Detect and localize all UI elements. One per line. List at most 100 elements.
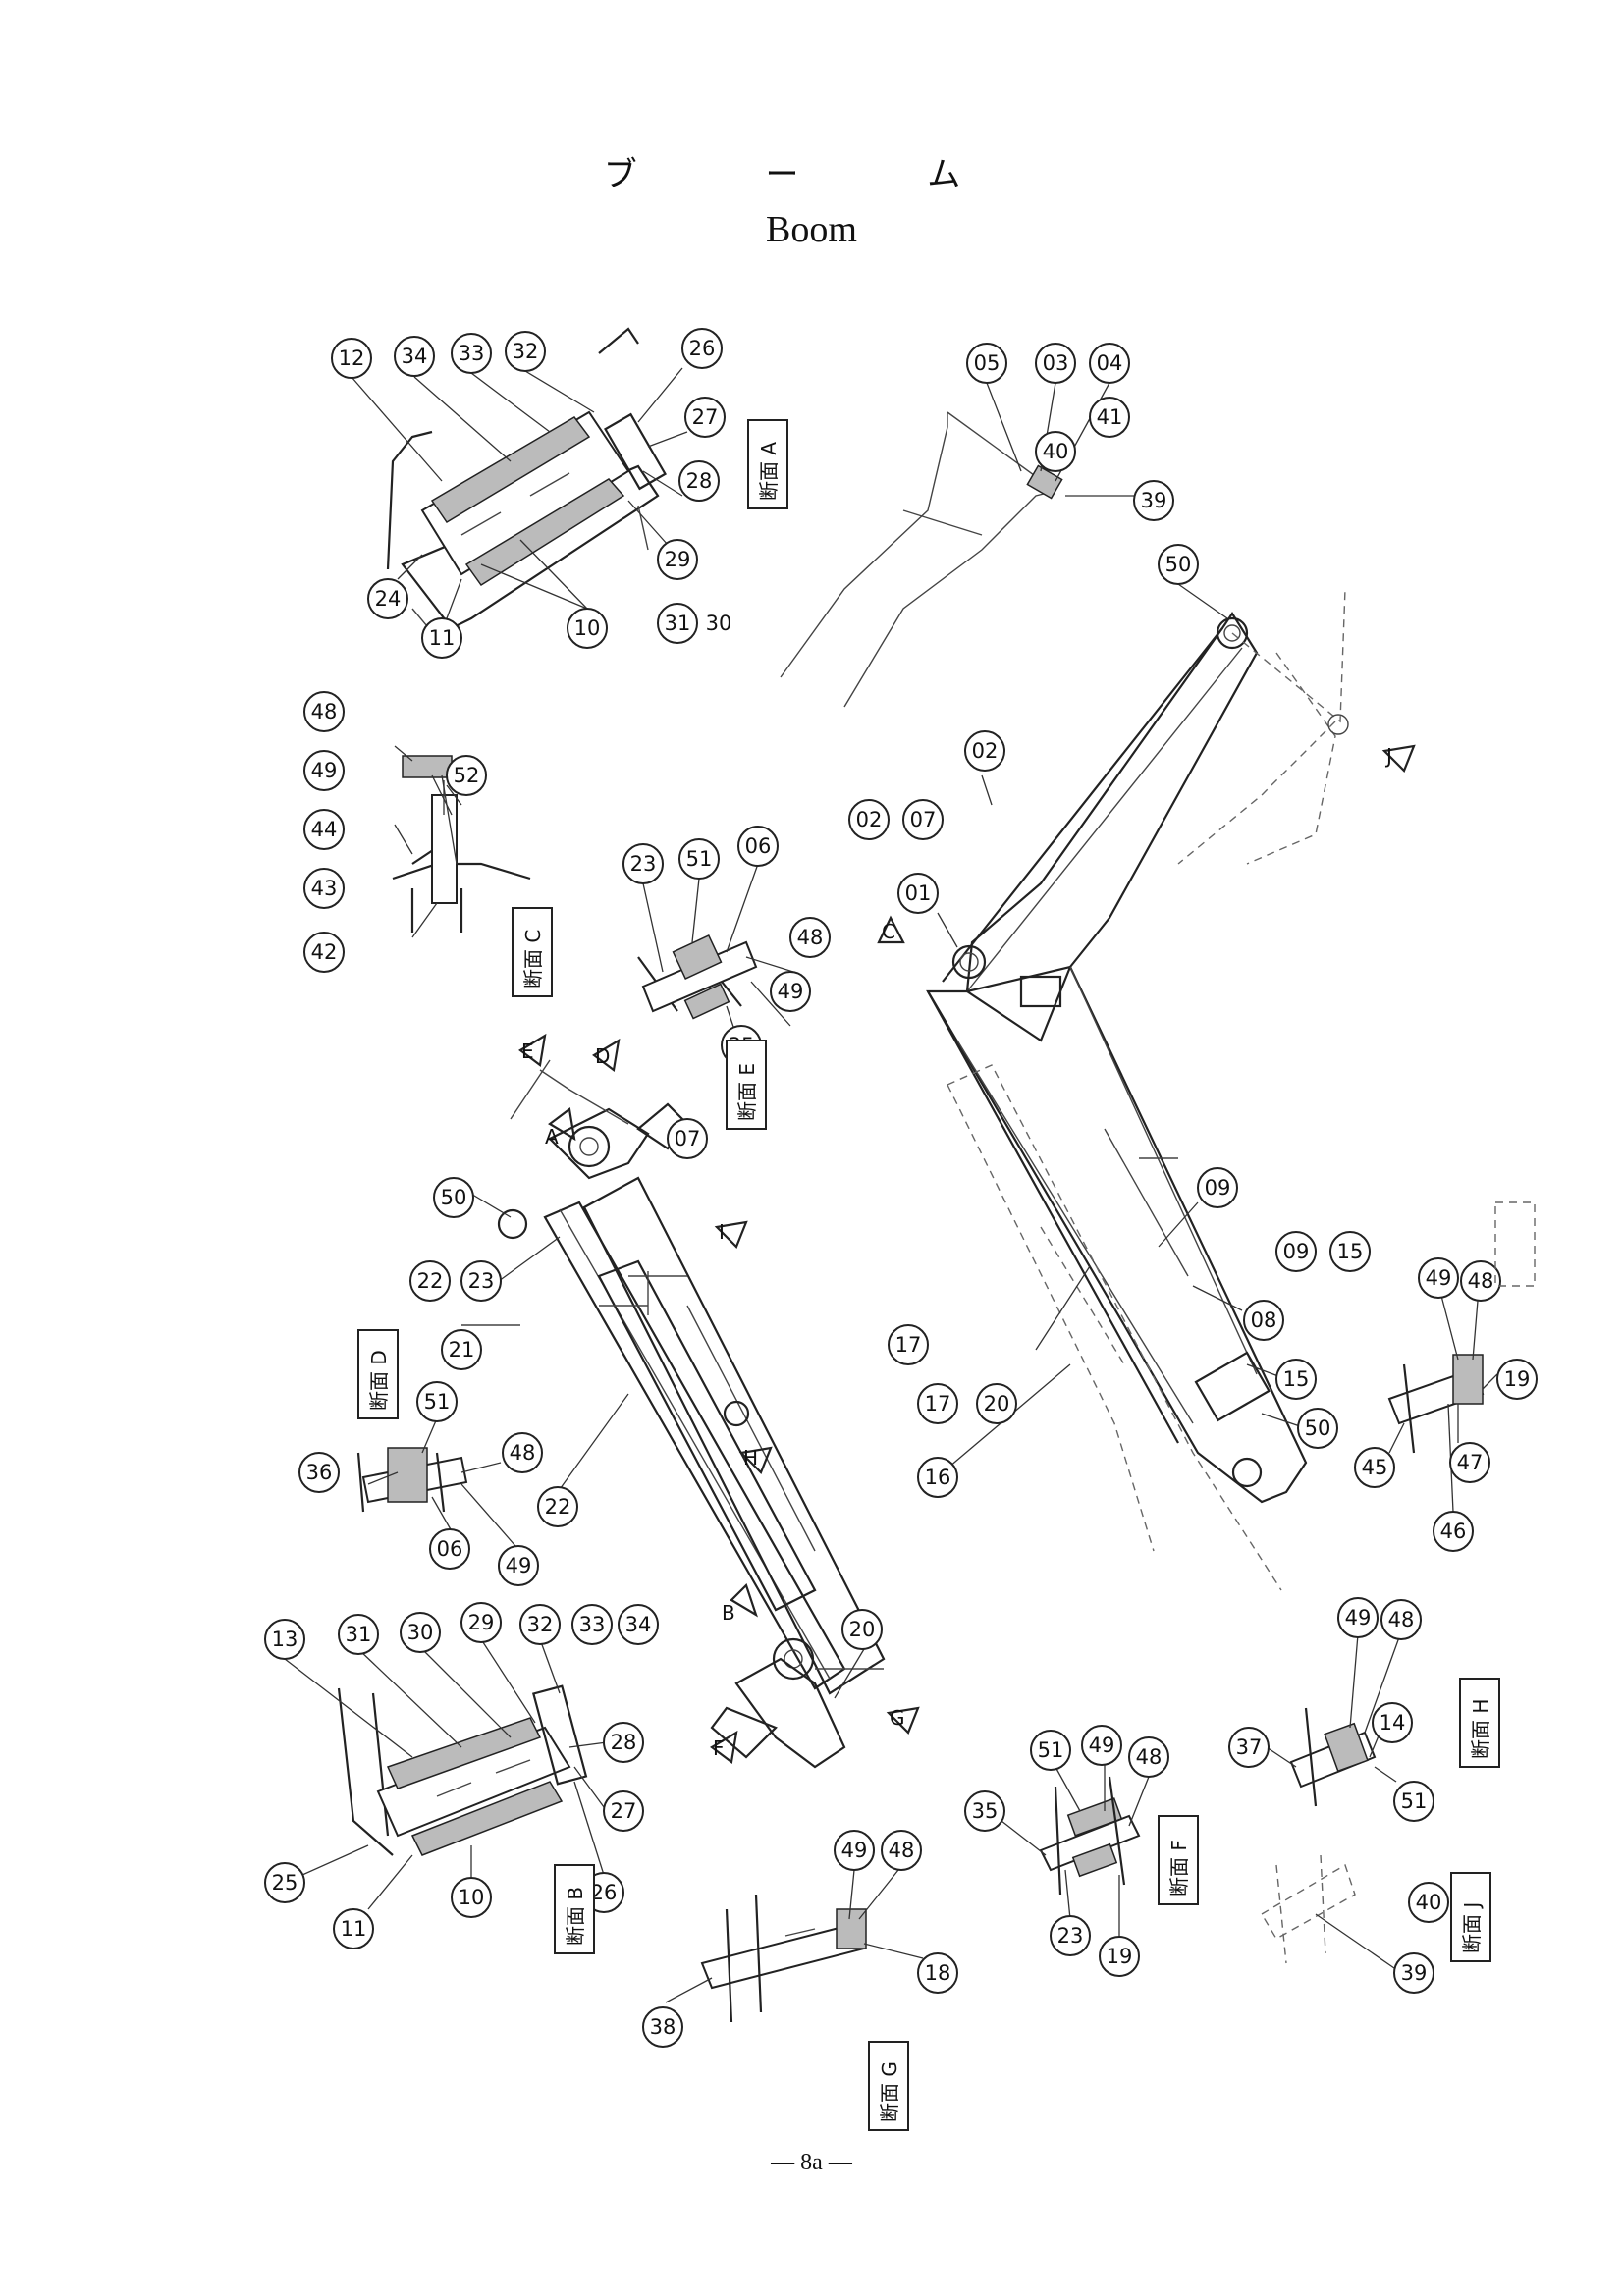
callout-43: 43	[303, 868, 345, 909]
svg-text:31: 31	[665, 612, 691, 635]
callout-49e: 49	[770, 971, 811, 1012]
view-arrow-j: J	[1381, 744, 1416, 773]
callout-48d: 48	[502, 1432, 543, 1473]
svg-text:36: 36	[306, 1461, 333, 1484]
svg-text:断面 J: 断面 J	[1460, 1902, 1484, 1953]
svg-text:27: 27	[692, 405, 719, 429]
svg-text:09: 09	[1205, 1176, 1231, 1200]
section-label-b: 断面 B	[554, 1864, 595, 1954]
callout-44: 44	[303, 809, 345, 850]
callout-49d: 49	[498, 1545, 539, 1586]
section-h-drawing	[1289, 1707, 1377, 1807]
callout-27: 27	[684, 397, 726, 438]
svg-text:35: 35	[972, 1799, 999, 1823]
callout-46: 46	[1433, 1511, 1474, 1552]
callout-34b: 34	[618, 1604, 659, 1645]
callout-22b: 22	[537, 1486, 578, 1527]
svg-text:52: 52	[454, 764, 480, 787]
svg-text:14: 14	[1380, 1711, 1406, 1735]
section-labels: 断面 A 断面 C 断面 E 断面 D 断面 B 断面 G 断面 F 断面 H …	[357, 419, 1500, 2131]
svg-text:30: 30	[706, 612, 732, 635]
callout-38: 38	[642, 2006, 683, 2048]
section-i-drawing	[1387, 1354, 1485, 1454]
callout-32: 32	[505, 331, 546, 372]
callout-50-top: 50	[1158, 544, 1199, 585]
section-label-f: 断面 F	[1158, 1815, 1199, 1905]
svg-text:50: 50	[441, 1186, 467, 1209]
section-a-drawing	[386, 327, 667, 639]
svg-text:断面 D: 断面 D	[367, 1350, 391, 1411]
callout-31: 31	[657, 603, 698, 644]
svg-text:08: 08	[1251, 1308, 1277, 1332]
svg-text:断面 E: 断面 E	[735, 1063, 759, 1121]
svg-text:48: 48	[889, 1839, 915, 1862]
view-arrow-e: E	[518, 1033, 547, 1067]
svg-text:48: 48	[1388, 1608, 1415, 1631]
svg-text:03: 03	[1043, 351, 1069, 375]
svg-text:49: 49	[1089, 1734, 1115, 1757]
svg-text:断面 A: 断面 A	[757, 442, 781, 501]
callout-23: 23	[460, 1260, 502, 1302]
svg-text:E: E	[521, 1040, 534, 1063]
section-b-drawing	[337, 1684, 588, 1856]
callout-17: 17	[888, 1324, 929, 1365]
callout-11b: 11	[333, 1908, 374, 1949]
svg-text:11: 11	[341, 1917, 367, 1941]
callout-41: 41	[1089, 397, 1130, 438]
svg-text:23: 23	[630, 852, 657, 876]
svg-text:48: 48	[797, 926, 824, 949]
callout-09: 09	[1197, 1167, 1238, 1208]
callout-51f: 51	[1030, 1730, 1071, 1771]
callout-42: 42	[303, 932, 345, 973]
svg-text:21: 21	[449, 1338, 475, 1362]
svg-text:06: 06	[745, 834, 772, 858]
callout-26: 26	[681, 328, 723, 369]
view-arrow-d: D	[592, 1038, 621, 1072]
callout-36: 36	[298, 1452, 340, 1493]
section-g-drawing	[700, 1894, 867, 2023]
callout-22: 22	[409, 1260, 451, 1302]
svg-text:49: 49	[506, 1554, 532, 1577]
callout-47: 47	[1449, 1442, 1490, 1483]
svg-text:B: B	[722, 1601, 735, 1625]
callout-29: 29	[657, 539, 698, 580]
svg-text:26: 26	[591, 1881, 618, 1904]
svg-text:48: 48	[311, 700, 338, 723]
callout-21: 21	[441, 1329, 482, 1370]
svg-text:10: 10	[459, 1886, 485, 1909]
svg-text:27: 27	[611, 1799, 637, 1823]
svg-text:48: 48	[1468, 1269, 1494, 1293]
callout-49c: 49	[303, 750, 345, 791]
view-arrow-f: F	[710, 1730, 738, 1764]
svg-text:01: 01	[905, 881, 932, 905]
svg-text:29: 29	[468, 1611, 495, 1634]
svg-text:49: 49	[311, 759, 338, 782]
svg-text:51: 51	[424, 1390, 451, 1414]
svg-text:51: 51	[686, 847, 713, 871]
callout-50-cyl: 50	[433, 1177, 474, 1218]
svg-text:断面 B: 断面 B	[564, 1887, 587, 1946]
callout-51d: 51	[416, 1381, 458, 1422]
svg-text:34: 34	[402, 345, 428, 368]
callout-05: 05	[966, 343, 1007, 384]
svg-text:51: 51	[1038, 1738, 1064, 1762]
svg-text:51: 51	[1401, 1789, 1428, 1813]
svg-text:F: F	[713, 1736, 725, 1760]
callout-37: 37	[1228, 1727, 1270, 1768]
section-f-drawing	[1039, 1776, 1141, 1896]
section-label-c: 断面 C	[512, 907, 553, 997]
svg-text:02: 02	[972, 739, 999, 763]
view-arrows: A B C D E F G H I J	[518, 744, 1416, 1764]
svg-text:23: 23	[1057, 1924, 1084, 1948]
callout-09b: 09	[1275, 1231, 1317, 1272]
svg-text:20: 20	[849, 1618, 876, 1641]
svg-text:20: 20	[984, 1392, 1010, 1415]
callout-03: 03	[1035, 343, 1076, 384]
callout-39: 39	[1133, 480, 1174, 521]
svg-text:28: 28	[686, 469, 713, 493]
callout-33b: 33	[571, 1604, 613, 1645]
svg-text:48: 48	[510, 1441, 536, 1465]
callout-48g: 48	[881, 1830, 922, 1871]
section-j-drawing	[1261, 1854, 1356, 1964]
